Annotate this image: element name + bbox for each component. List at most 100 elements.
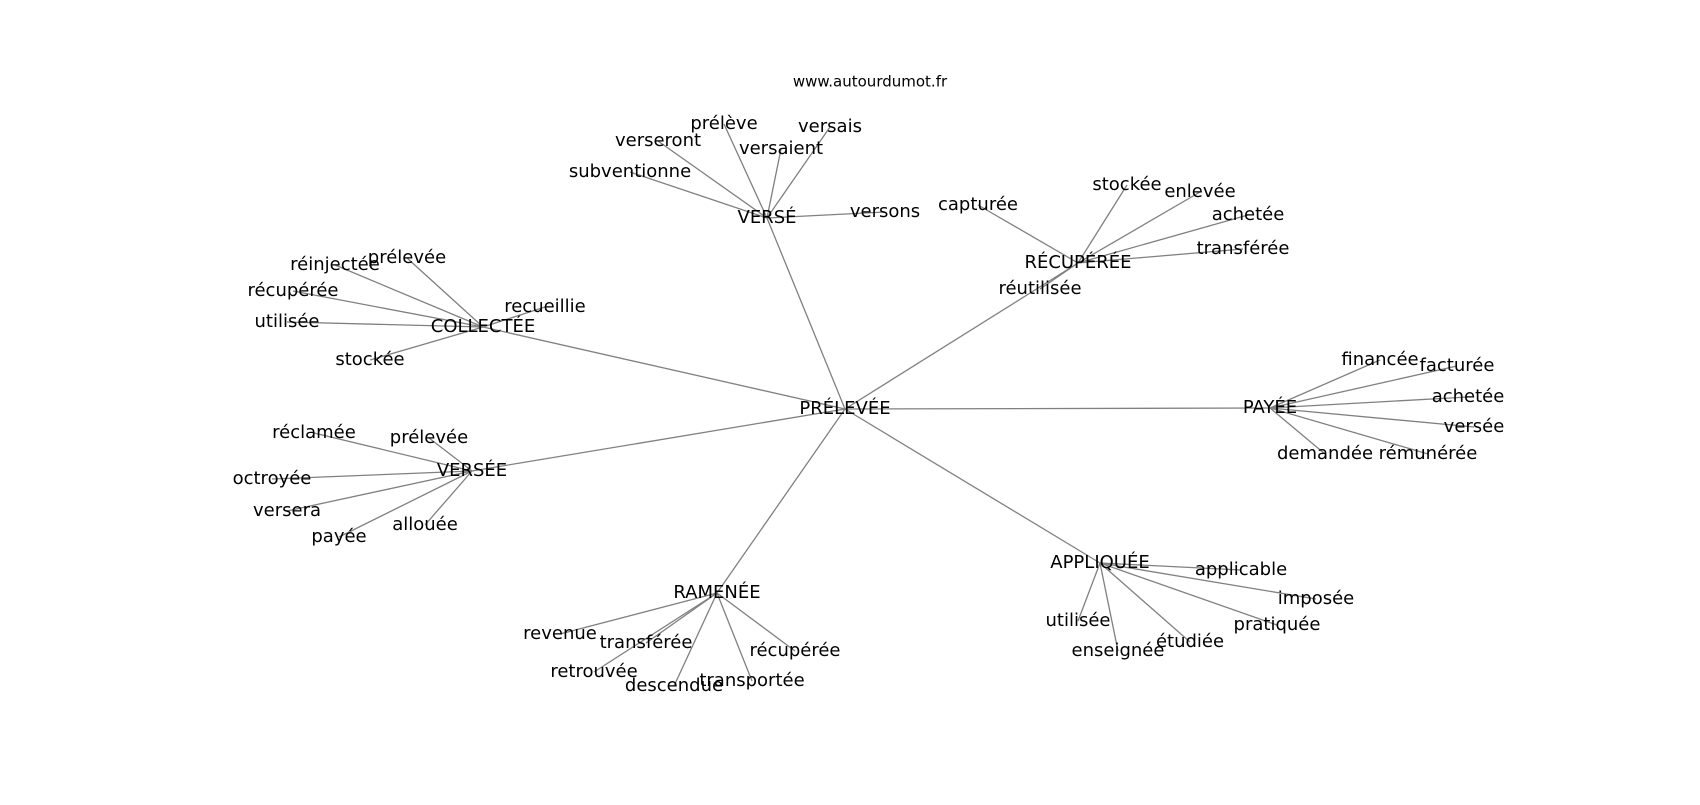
word-node-recuperee-1: stockée (1092, 174, 1161, 195)
word-node-ramenee-1: transférée (600, 632, 693, 653)
word-node-ramenee-2: récupérée (749, 640, 840, 661)
word-node-payee-2: achetée (1432, 386, 1505, 407)
word-node-payee-4: demandée (1277, 443, 1373, 464)
hub-node-payee: PAYÉE (1243, 396, 1297, 418)
edge-collectee-word-0 (334, 264, 484, 328)
edge-versee-word-3 (286, 470, 473, 512)
word-node-collectee-0: réinjectée (290, 254, 380, 275)
edge-appliquee-word-4 (1099, 562, 1191, 643)
word-node-appliquee-1: imposée (1278, 588, 1355, 609)
word-node-appliquee-5: enseignée (1072, 640, 1165, 661)
word-node-recuperee-3: achetée (1212, 204, 1285, 225)
edge-center-to-appliquee (844, 408, 1101, 564)
edge-collectee-word-1 (406, 257, 484, 328)
word-node-verse_m-2: verseront (615, 130, 701, 151)
edge-appliquee-word-5 (1099, 562, 1119, 652)
edge-appliquee-word-2 (1099, 562, 1278, 626)
edge-versee-word-4 (338, 470, 473, 538)
edge-verse_m-word-2 (657, 140, 768, 219)
word-node-versee-3: versera (253, 500, 321, 521)
word-node-appliquee-2: pratiquée (1234, 614, 1321, 635)
edge-payee-word-2 (1269, 396, 1469, 409)
edge-center-to-versee (471, 408, 846, 472)
word-node-ramenee-3: retrouvée (550, 661, 637, 682)
word-node-appliquee-0: applicable (1195, 559, 1287, 580)
hub-node-versee: VERSÉE (437, 459, 507, 481)
word-node-versee-5: allouée (392, 514, 458, 535)
edge-ramenee-word-4 (673, 592, 718, 687)
edge-ramenee-word-3 (593, 592, 718, 673)
edge-recuperee-word-5 (1039, 262, 1079, 290)
hub-node-appliquee: APPLIQUÉE (1050, 551, 1149, 573)
edge-recuperee-word-1 (1077, 184, 1128, 264)
word-node-versee-2: octroyée (233, 468, 312, 489)
word-node-verse_m-0: prélève (690, 113, 757, 134)
word-node-recuperee-2: enlevée (1164, 181, 1235, 202)
edge-payee-word-4 (1269, 407, 1326, 455)
word-node-versee-4: payée (311, 526, 366, 547)
word-node-verse_m-4: subventionne (569, 161, 691, 182)
edge-recuperee-word-3 (1077, 214, 1249, 264)
edge-verse_m-word-4 (629, 171, 768, 219)
edge-ramenee-word-2 (716, 592, 796, 652)
edge-recuperee-word-2 (1077, 191, 1201, 264)
edge-ramenee-word-5 (716, 592, 753, 682)
edge-center-to-payee (844, 407, 1271, 410)
word-node-appliquee-4: étudiée (1156, 631, 1224, 652)
edge-collectee-word-4 (286, 321, 484, 328)
edge-appliquee-word-3 (1077, 562, 1101, 622)
edge-payee-word-5 (1269, 407, 1429, 455)
word-node-versee-0: réclamée (272, 422, 356, 443)
edge-payee-word-0 (1269, 359, 1381, 409)
edge-versee-word-1 (428, 437, 473, 472)
word-node-payee-3: versée (1444, 416, 1505, 437)
word-node-recuperee-5: réutilisée (998, 278, 1081, 299)
edge-versee-word-5 (424, 470, 473, 526)
edge-collectee-word-3 (482, 306, 546, 328)
word-node-recuperee-0: capturée (938, 194, 1018, 215)
edge-appliquee-word-0 (1099, 562, 1242, 571)
hub-node-ramenee: RAMENÉE (673, 581, 760, 603)
word-node-collectee-3: recueillie (504, 296, 586, 317)
word-node-collectee-2: récupérée (247, 280, 338, 301)
edge-collectee-word-2 (292, 290, 484, 328)
word-node-payee-0: financée (1341, 349, 1418, 370)
edge-verse_m-word-3 (766, 148, 782, 219)
edge-collectee-word-5 (369, 326, 484, 361)
word-node-appliquee-3: utilisée (1046, 610, 1111, 631)
edge-ramenee-word-0 (559, 592, 718, 635)
edge-versee-word-2 (271, 470, 473, 480)
edge-payee-word-3 (1269, 407, 1475, 428)
site-url: www.autourdumot.fr (793, 73, 948, 91)
edge-payee-word-1 (1269, 365, 1458, 409)
edge-recuperee-word-4 (1077, 248, 1244, 264)
word-node-collectee-4: utilisée (255, 311, 320, 332)
edge-center-to-ramenee (716, 408, 846, 594)
word-node-ramenee-5: transportée (699, 670, 804, 691)
word-node-recuperee-4: transférée (1197, 238, 1290, 259)
edge-center-to-verse_m (766, 217, 846, 410)
edge-appliquee-word-1 (1099, 562, 1317, 600)
word-node-payee-5: rémunérée (1379, 443, 1478, 464)
word-node-collectee-1: prélevée (368, 247, 446, 268)
word-node-ramenee-0: revenue (523, 623, 597, 644)
edge-center-to-collectee (482, 326, 846, 410)
word-node-payee-1: facturée (1420, 355, 1495, 376)
word-node-verse_m-3: versaient (739, 138, 823, 159)
word-node-ramenee-4: descendue (625, 675, 723, 696)
center-node-label: PRÉLEVÉE (799, 397, 890, 419)
hub-node-collectee: COLLECTÉE (431, 315, 535, 337)
word-node-verse_m-1: versais (798, 116, 862, 137)
edges-layer (271, 123, 1475, 687)
word-node-versee-1: prélevée (390, 427, 468, 448)
edge-center-to-recuperee (844, 262, 1079, 410)
word-node-verse_m-5: versons (850, 201, 920, 222)
word-node-collectee-5: stockée (335, 349, 404, 370)
hub-node-verse_m: VERSÉ (738, 206, 797, 228)
edge-verse_m-word-0 (723, 123, 768, 219)
edge-verse_m-word-5 (766, 211, 886, 219)
edge-versee-word-0 (313, 432, 473, 472)
